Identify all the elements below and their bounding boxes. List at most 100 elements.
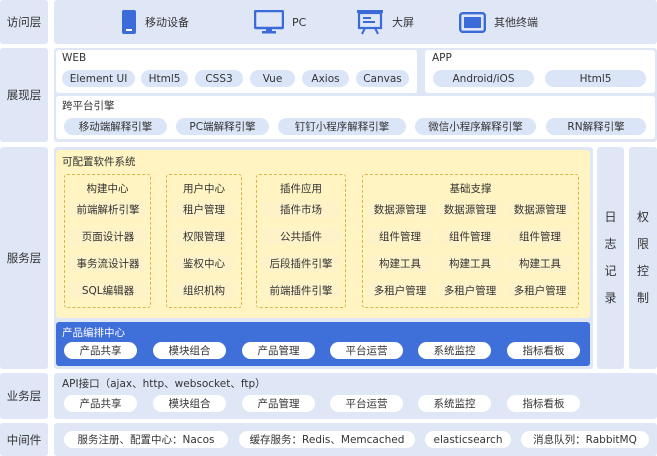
orchestration-item: 模块组合 xyxy=(153,342,226,359)
web-item: Element UI xyxy=(62,70,135,87)
middleware-layer-label: 中间件 xyxy=(6,432,42,447)
middleware-item: 缓存服务：Redis、Memcached xyxy=(239,431,415,448)
base-item: 数据源管理 xyxy=(367,201,433,218)
app-item: Html5 xyxy=(545,70,646,87)
base-support-box: 基础支撑 xyxy=(362,174,579,308)
base-item: 多租户管理 xyxy=(367,282,433,299)
base-item: 构建工具 xyxy=(437,255,503,272)
log-char: 日 xyxy=(604,210,617,224)
base-item: 组件管理 xyxy=(367,228,433,245)
orchestration-item: 产品管理 xyxy=(242,342,315,359)
device-pc: PC xyxy=(254,9,306,35)
base-item: 构建工具 xyxy=(367,255,433,272)
permission-char: 制 xyxy=(636,291,649,305)
service-layer-label: 服务层 xyxy=(6,251,42,265)
web-item: CSS3 xyxy=(195,70,243,87)
base-item: 多租户管理 xyxy=(437,282,503,299)
permission-char: 权 xyxy=(636,210,649,224)
monitor-icon xyxy=(254,10,284,34)
presentation-layer-label-band xyxy=(0,48,48,142)
service-layer-label-band xyxy=(0,147,48,369)
access-layer-label: 访问层 xyxy=(6,15,42,29)
cross-item: RN解释引擎 xyxy=(546,118,646,135)
access-layer-label-band xyxy=(0,0,48,44)
base-item: 组件管理 xyxy=(437,228,503,245)
orchestration-item: 产品共享 xyxy=(64,342,137,359)
web-title: WEB xyxy=(62,52,87,64)
cross-item: 钉钉小程序解释引擎 xyxy=(278,118,406,135)
user-item: 租户管理 xyxy=(172,201,236,218)
plugin-item: 插件市场 xyxy=(261,201,341,218)
middleware-item: 服务注册、配置中心：Nacos xyxy=(64,431,228,448)
base-item: 数据源管理 xyxy=(507,201,573,218)
base-item: 多租户管理 xyxy=(507,282,573,299)
cross-item: 移动端解释引擎 xyxy=(64,118,167,135)
device-mobile: 移动设备 xyxy=(121,9,189,35)
plugin-item: 前端插件引擎 xyxy=(261,282,341,299)
build-center-box: 构建中心 xyxy=(64,174,151,308)
device-label: 移动设备 xyxy=(145,16,189,29)
base-item: 数据源管理 xyxy=(437,201,503,218)
log-char: 录 xyxy=(604,291,617,305)
user-item: 鉴权中心 xyxy=(172,255,236,272)
orchestration-panel xyxy=(56,322,590,366)
base-item: 构建工具 xyxy=(507,255,573,272)
permission-char: 限 xyxy=(636,237,649,251)
orchestration-item: 指标看板 xyxy=(507,342,580,359)
base-support-title: 基础支撑 xyxy=(449,183,492,195)
permission-column: 权 限 控 制 xyxy=(629,147,657,369)
log-column: 日 志 记 录 xyxy=(597,147,624,369)
plugin-item: 后段插件引擎 xyxy=(261,255,341,272)
build-item: 前端解析引擎 xyxy=(68,201,148,218)
user-item: 权限管理 xyxy=(172,228,236,245)
app-item: Android/iOS xyxy=(433,70,534,87)
build-item: 事务流设计器 xyxy=(68,255,148,272)
build-item: 页面设计器 xyxy=(68,228,148,245)
presentation-layer-label: 展现层 xyxy=(6,88,42,102)
plugin-app-box: 插件应用 xyxy=(256,174,346,308)
web-item: Html5 xyxy=(141,70,188,87)
big-screen-icon xyxy=(357,10,383,35)
permission-char: 控 xyxy=(636,264,649,278)
mobile-icon xyxy=(122,10,136,34)
business-item: 模块组合 xyxy=(153,395,226,412)
business-layer-label-band xyxy=(0,373,48,419)
user-item: 组织机构 xyxy=(172,282,236,299)
device-label: 其他终端 xyxy=(494,16,538,29)
user-center-title: 用户中心 xyxy=(183,183,225,195)
business-item: 指标看板 xyxy=(507,395,580,412)
device-label: PC xyxy=(292,15,307,29)
build-item: SQL编辑器 xyxy=(68,282,148,299)
user-center-box: 用户中心 xyxy=(166,174,242,308)
base-item: 组件管理 xyxy=(507,228,573,245)
access-layer-band xyxy=(54,0,657,44)
build-center-title: 构建中心 xyxy=(86,183,129,195)
middleware-layer-label-band xyxy=(0,423,48,456)
business-item: 产品共享 xyxy=(64,395,137,412)
orchestration-item: 系统监控 xyxy=(418,342,491,359)
orchestration-title: 产品编排中心 xyxy=(62,327,125,339)
business-item: 平台运营 xyxy=(330,395,403,412)
cross-item: 微信小程序解释引擎 xyxy=(415,118,536,135)
config-system-title: 可配置软件系统 xyxy=(62,156,136,168)
device-other: 其他终端 xyxy=(459,9,538,35)
cross-platform-title: 跨平台引擎 xyxy=(62,100,115,112)
plugin-item: 公共插件 xyxy=(261,228,341,245)
plugin-app-title: 插件应用 xyxy=(280,183,322,195)
business-item: 产品管理 xyxy=(242,395,315,412)
app-title: APP xyxy=(432,52,452,64)
business-layer-label: 业务层 xyxy=(6,389,42,403)
business-item: 系统监控 xyxy=(418,395,491,412)
api-title: API接口（ajax、http、websocket、ftp） xyxy=(62,378,266,390)
middleware-item: 消息队列：RabbitMQ xyxy=(521,431,649,448)
cross-item: PC端解释引擎 xyxy=(176,118,269,135)
orchestration-item: 平台运营 xyxy=(330,342,403,359)
web-item: Canvas xyxy=(356,70,409,87)
device-bigscreen: 大屏 xyxy=(356,9,414,35)
device-label: 大屏 xyxy=(392,16,414,29)
log-char: 志 xyxy=(604,237,617,251)
tablet-icon xyxy=(459,11,486,33)
log-char: 记 xyxy=(604,264,617,278)
web-item: Axios xyxy=(302,70,349,87)
web-item: Vue xyxy=(250,70,295,87)
